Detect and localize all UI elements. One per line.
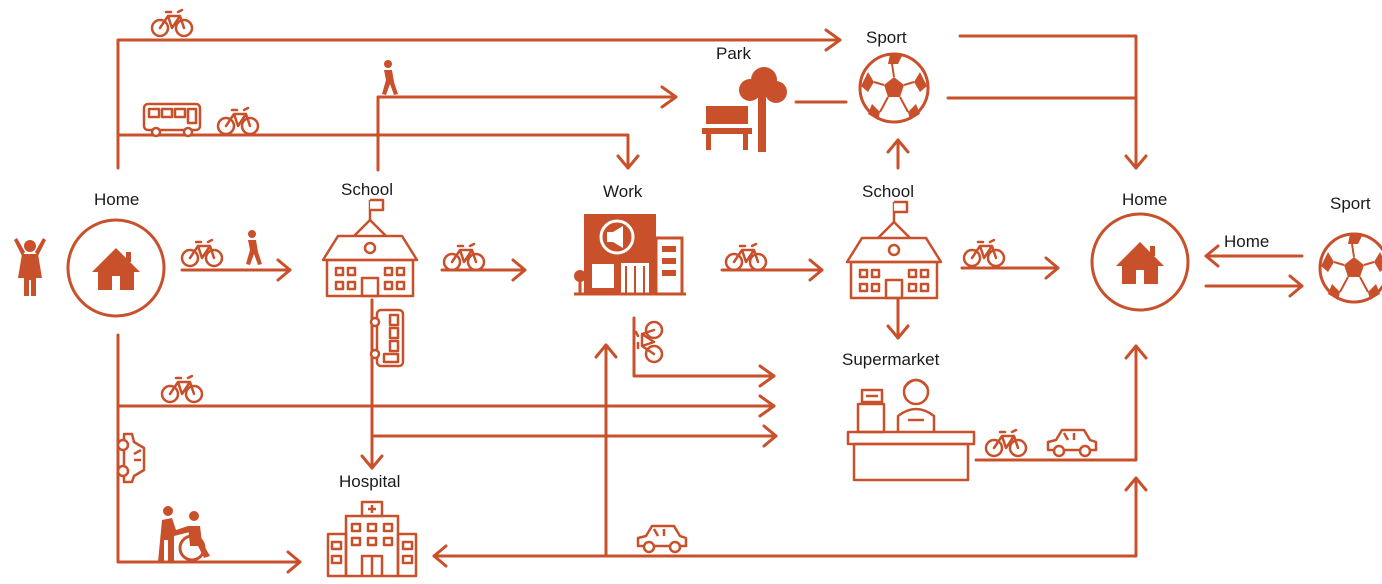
bicycle-icon xyxy=(160,374,204,404)
label-work: Work xyxy=(603,182,643,201)
soccer-ball-icon xyxy=(1318,232,1382,304)
bicycle-icon xyxy=(442,242,486,272)
label-supermarket: Supermarket xyxy=(842,350,940,369)
bicycle-icon xyxy=(962,238,1006,268)
bicycle-icon xyxy=(724,242,768,272)
bicycle-icon xyxy=(984,428,1028,458)
label-home-right: Home xyxy=(1122,190,1168,209)
bicycle-icon xyxy=(150,8,194,38)
bus-icon xyxy=(369,308,405,368)
school-icon xyxy=(321,198,419,298)
car-icon xyxy=(116,432,146,484)
label-sport-top: Sport xyxy=(866,28,907,47)
bus-icon xyxy=(142,102,202,138)
supermarket-icon xyxy=(846,378,976,482)
car-icon xyxy=(1046,428,1098,458)
walking-icon xyxy=(246,230,262,265)
wheelchair-icon xyxy=(158,506,210,562)
car-icon xyxy=(636,524,688,554)
label-home-left: Home xyxy=(94,190,140,209)
park-tree-icon xyxy=(739,67,787,152)
person-icon xyxy=(14,238,46,296)
label-sport-right: Sport xyxy=(1330,194,1371,213)
bicycle-icon xyxy=(216,106,260,136)
home-icon xyxy=(66,218,166,318)
work-building-icon xyxy=(574,214,686,296)
label-hospital: Hospital xyxy=(339,472,401,491)
hospital-icon xyxy=(326,500,418,578)
soccer-ball-icon xyxy=(858,52,930,124)
walking-icon xyxy=(382,60,398,95)
school-icon xyxy=(845,200,943,300)
label-school-right: School xyxy=(862,182,914,201)
home-icon xyxy=(1090,212,1190,312)
bicycle-icon xyxy=(634,320,664,364)
bicycle-icon xyxy=(180,238,224,268)
connection-lines xyxy=(116,28,1304,574)
label-home-arrow: Home xyxy=(1224,232,1270,251)
bench-icon xyxy=(702,106,752,150)
label-school-left: School xyxy=(341,180,393,199)
label-park: Park xyxy=(716,44,751,63)
